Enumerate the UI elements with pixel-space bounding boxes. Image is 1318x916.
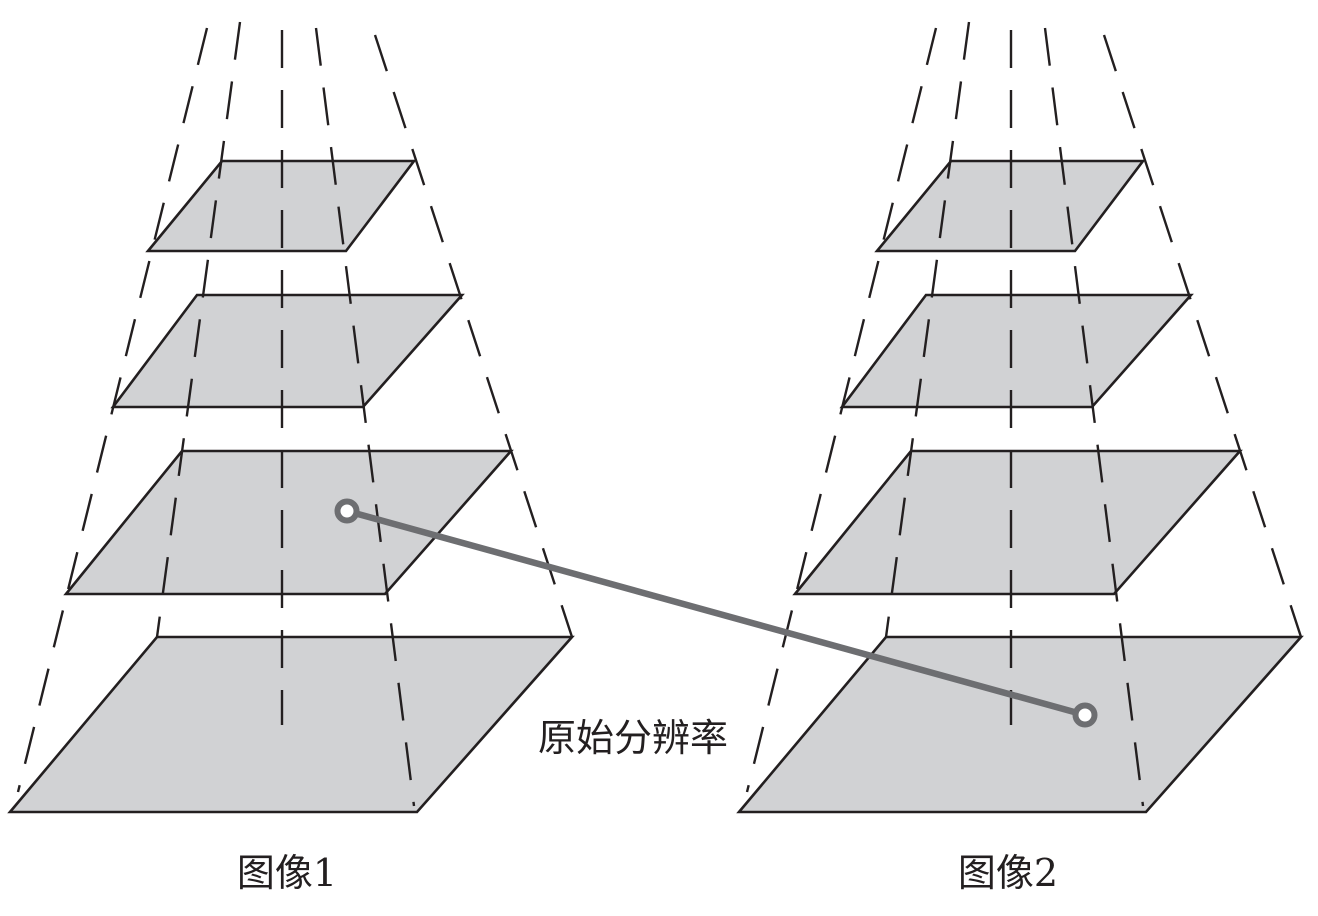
pyramid-1-dashed-line-1 [16,27,209,793]
pyramid-2-dashed-line-4 [1043,27,1145,807]
pyramid-2-dashed-line-2 [884,21,971,638]
match-point-image-1 [334,498,360,524]
pyramid-image-2 [736,21,1304,814]
pyramid-1-dashed-line-2 [155,21,242,638]
pyramid-2-dashed-line-5 [1102,34,1303,638]
pyramid-1-level-1-plane [145,159,417,253]
pyramid-2-level-4-plane [736,635,1304,814]
pyramid-1-level-2-plane [110,293,465,409]
feature-match [334,498,1098,728]
pyramid-1-level-4-plane [7,635,575,814]
match-connection-line [343,507,1089,719]
image-2-label: 图像2 [958,851,1058,895]
pyramid-2-level-1-plane [874,159,1146,253]
original-resolution-label: 原始分辨率 [538,716,728,760]
pyramid-2-level-2-plane [839,293,1194,409]
pyramid-1-level-3-plane [63,449,514,596]
pyramid-image-1 [7,21,575,814]
image-1-label: 图像1 [237,851,337,895]
pyramid-1-dashed-line-5 [373,34,574,638]
pyramid-1-dashed-line-4 [314,27,416,807]
pyramid-2-dashed-line-1 [745,27,938,793]
pyramid-2-level-3-plane [792,449,1243,596]
match-point-image-2 [1072,702,1098,728]
